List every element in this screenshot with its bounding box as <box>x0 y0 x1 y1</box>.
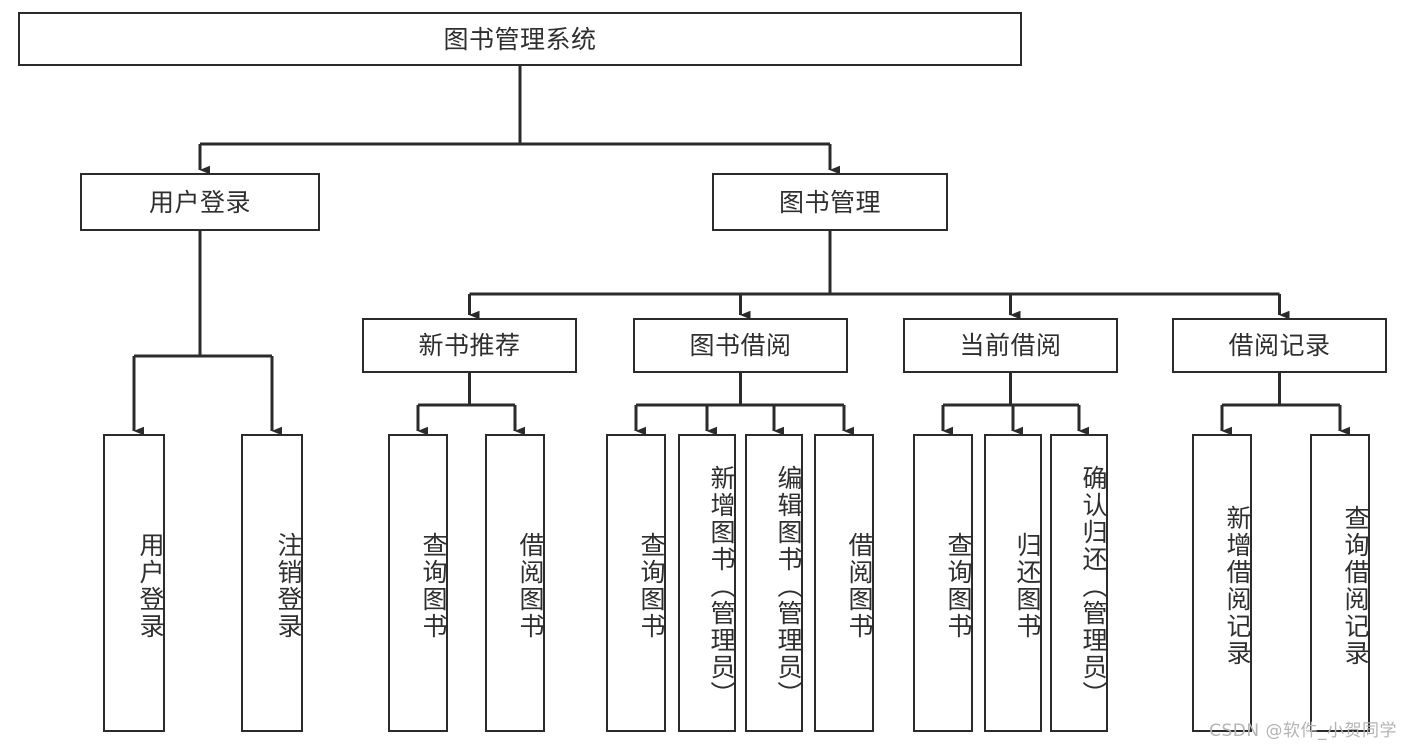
node-leaf-borrow-book[interactable]: 借阅图书 <box>814 434 874 732</box>
node-leaf-confirm-return-admin-label: 确认归还（管理员） <box>1079 464 1108 708</box>
node-book-manage[interactable]: 图书管理 <box>712 173 948 231</box>
node-user-login[interactable]: 用户登录 <box>80 173 320 231</box>
node-leaf-edit-book-admin[interactable]: 编辑图书（管理员） <box>745 434 803 732</box>
node-leaf-query-borrow-record-label: 查询借阅记录 <box>1341 505 1370 667</box>
node-book-borrow[interactable]: 图书借阅 <box>633 318 848 373</box>
node-book-manage-label: 图书管理 <box>778 187 881 217</box>
node-leaf-edit-book-admin-label: 编辑图书（管理员） <box>774 464 803 708</box>
node-leaf-borrow-book-label: 借阅图书 <box>845 532 874 640</box>
node-root[interactable]: 图书管理系统 <box>18 12 1022 66</box>
node-leaf-return-book-label: 归还图书 <box>1013 532 1042 640</box>
node-borrow-record[interactable]: 借阅记录 <box>1172 318 1387 373</box>
node-leaf-borrow-book-recommend[interactable]: 借阅图书 <box>485 434 545 732</box>
node-leaf-logout[interactable]: 注销登录 <box>241 434 303 732</box>
node-leaf-add-book-admin[interactable]: 新增图书（管理员） <box>678 434 736 732</box>
node-leaf-add-book-admin-label: 新增图书（管理员） <box>707 464 736 708</box>
node-new-book-recommend-label: 新书推荐 <box>418 331 521 360</box>
node-borrow-record-label: 借阅记录 <box>1228 331 1331 360</box>
node-leaf-query-book-borrow[interactable]: 查询图书 <box>606 434 666 732</box>
node-leaf-logout-label: 注销登录 <box>274 532 303 640</box>
node-leaf-user-login-label: 用户登录 <box>136 532 165 640</box>
node-leaf-borrow-book-recommend-label: 借阅图书 <box>516 532 545 640</box>
node-leaf-query-borrow-record[interactable]: 查询借阅记录 <box>1310 434 1370 732</box>
node-leaf-query-book-current-label: 查询图书 <box>944 532 973 640</box>
node-leaf-query-book-recommend-label: 查询图书 <box>419 532 448 640</box>
node-leaf-user-login[interactable]: 用户登录 <box>103 434 165 732</box>
node-leaf-query-book-recommend[interactable]: 查询图书 <box>388 434 448 732</box>
node-current-borrow-label: 当前借阅 <box>959 331 1062 360</box>
node-current-borrow[interactable]: 当前借阅 <box>903 318 1118 373</box>
watermark-text: CSDN @软件_小贺同学 <box>1209 721 1397 741</box>
node-book-borrow-label: 图书借阅 <box>689 331 792 360</box>
node-leaf-add-borrow-record-label: 新增借阅记录 <box>1223 505 1252 667</box>
node-leaf-return-book[interactable]: 归还图书 <box>984 434 1042 732</box>
node-leaf-confirm-return-admin[interactable]: 确认归还（管理员） <box>1050 434 1108 732</box>
node-leaf-query-book-borrow-label: 查询图书 <box>637 532 666 640</box>
node-new-book-recommend[interactable]: 新书推荐 <box>362 318 577 373</box>
node-root-label: 图书管理系统 <box>443 24 597 54</box>
node-leaf-query-book-current[interactable]: 查询图书 <box>913 434 973 732</box>
node-leaf-add-borrow-record[interactable]: 新增借阅记录 <box>1192 434 1252 732</box>
node-user-login-label: 用户登录 <box>148 187 251 217</box>
